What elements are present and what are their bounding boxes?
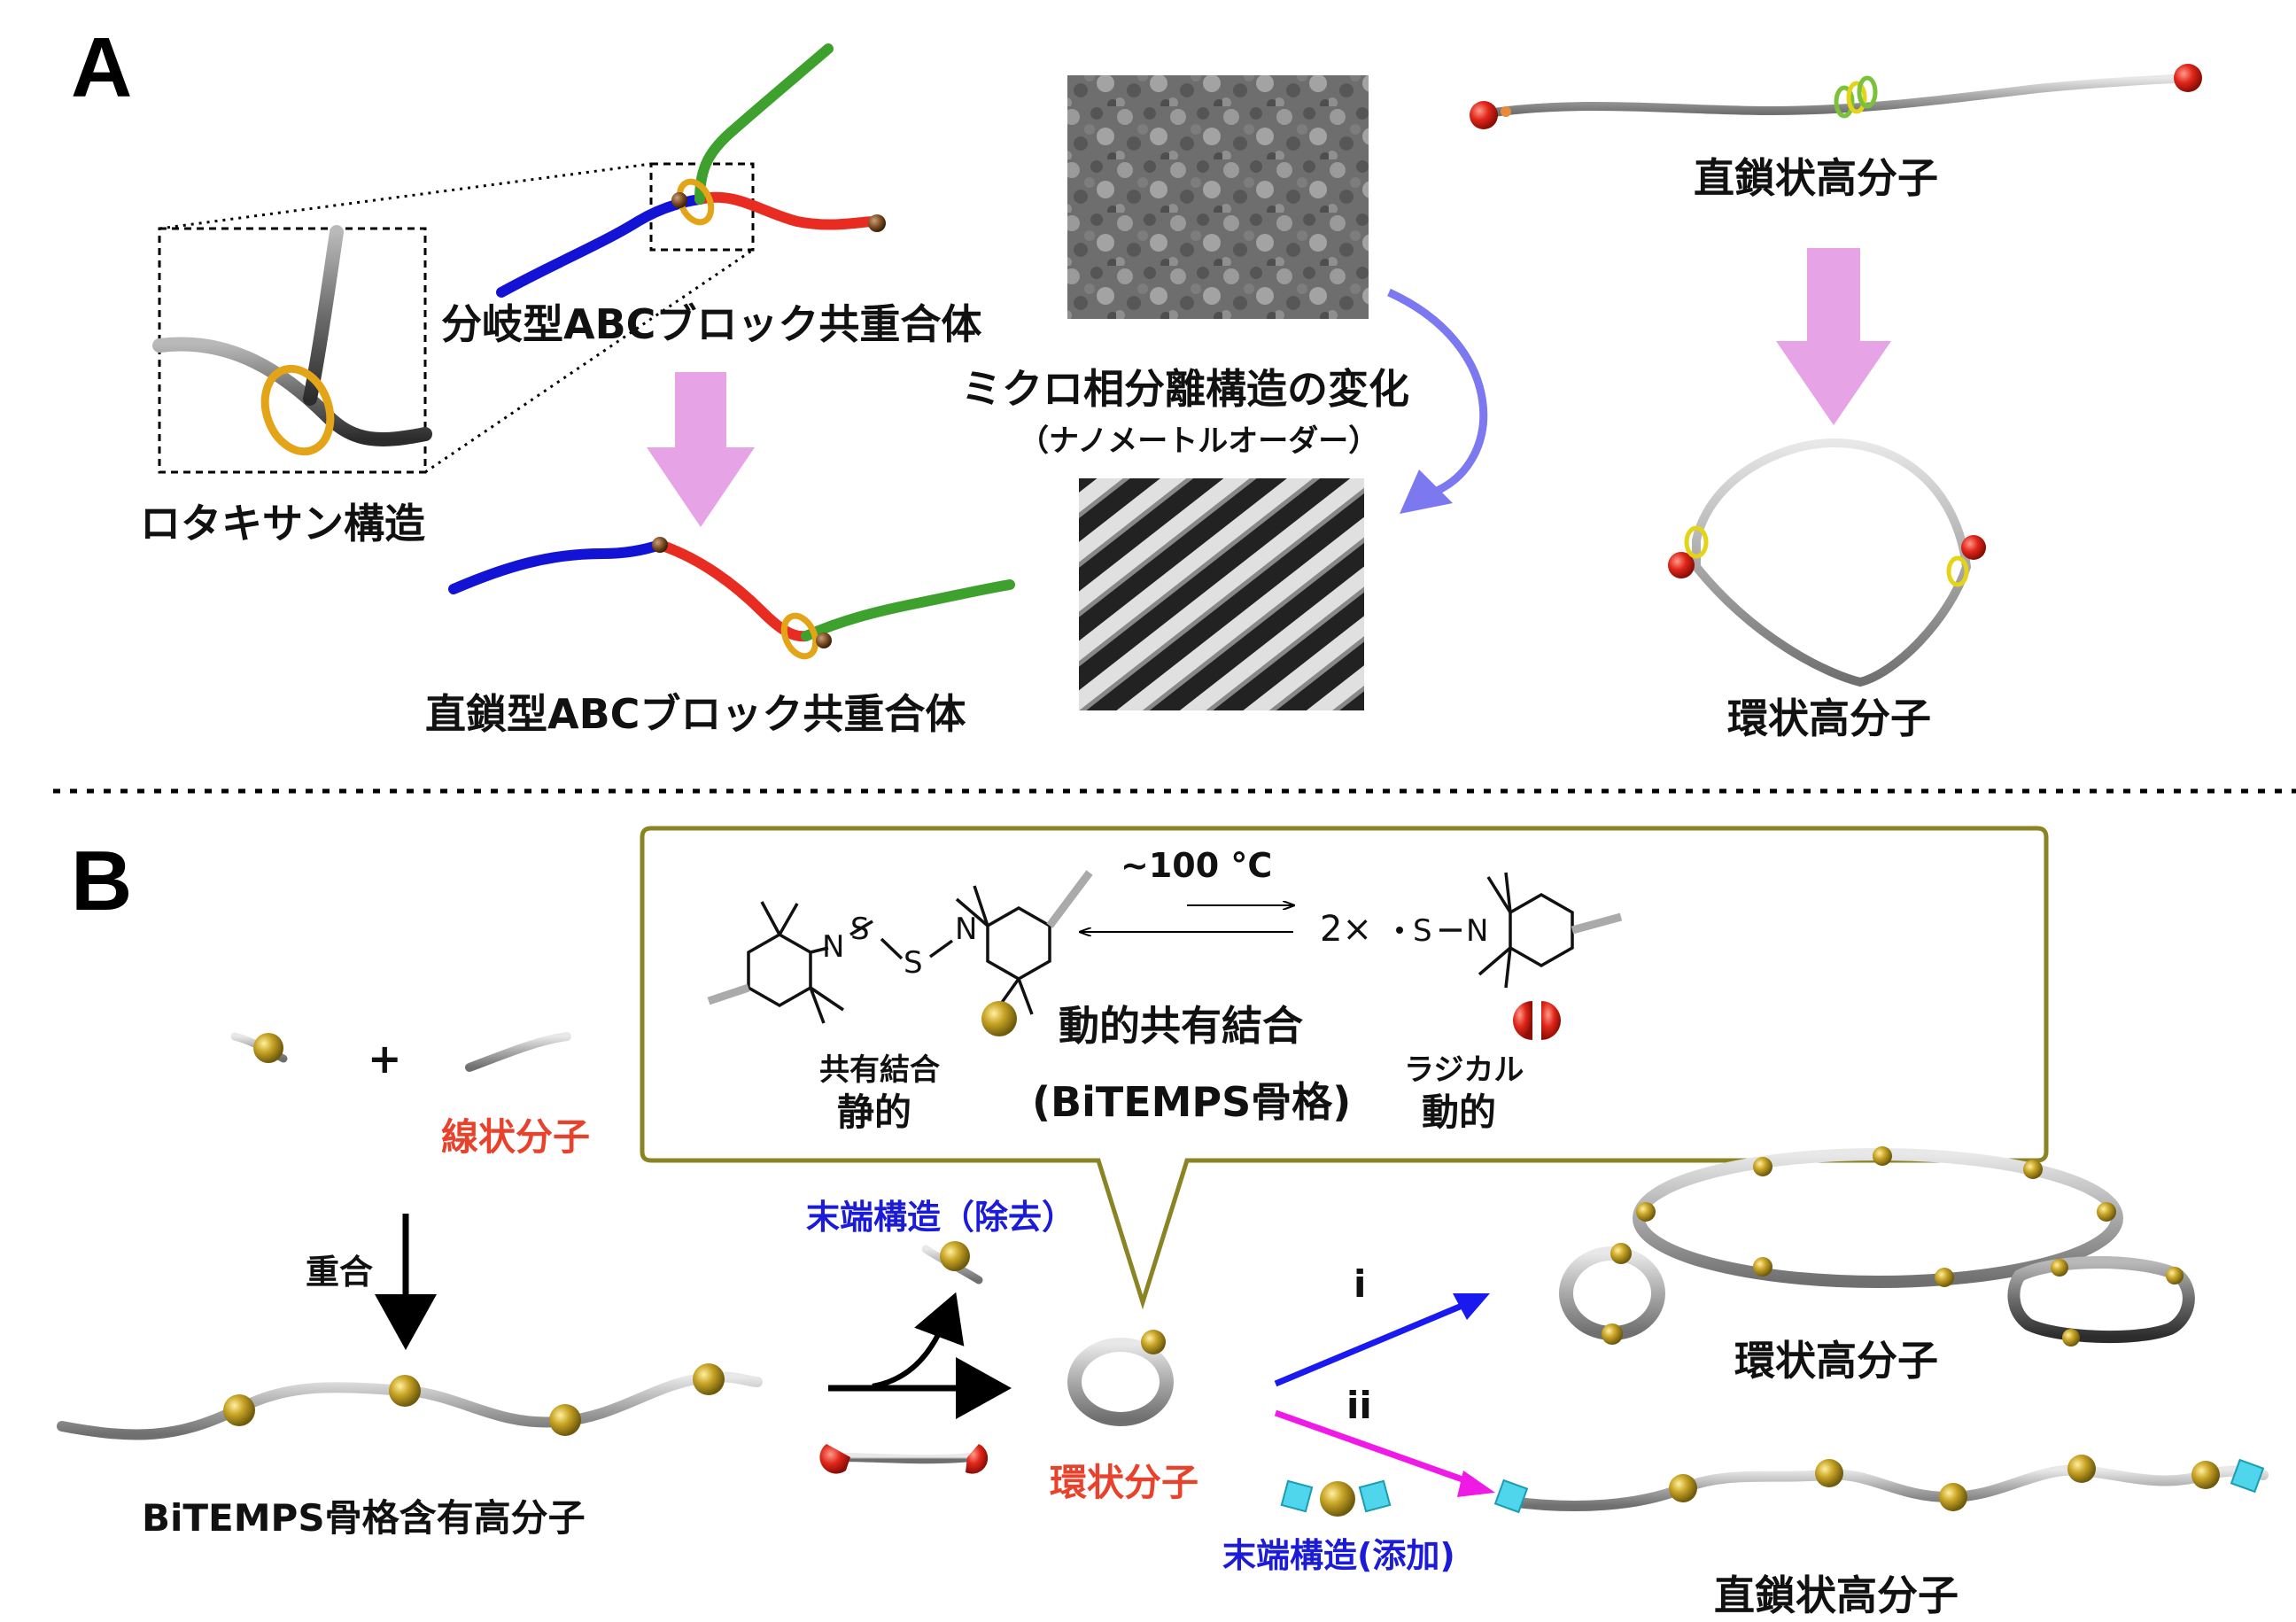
cyclic-polymer-label-b: 環状高分子 (1734, 1337, 1938, 1385)
panel-b-letter: B (71, 834, 133, 928)
linear-molecule-label: 線状分子 (441, 1115, 591, 1159)
micro-phase-subtitle: （ナノメートルオーダー） (1019, 423, 1379, 459)
polymerization-label: 重合 (306, 1253, 374, 1292)
route-i-label: i (1354, 1262, 1367, 1306)
end-group-added (1280, 1479, 1392, 1517)
cyclic-polymers-b (1559, 1146, 2195, 1346)
branched-abc-copolymer (496, 43, 886, 298)
branched-copolymer-label: 分岐型ABCブロック共重合体 (441, 300, 982, 348)
transform-arrow-a1 (647, 372, 755, 527)
end-added-label: 末端構造(添加) (1222, 1536, 1455, 1575)
linear-polymer-label-b: 直鎖状高分子 (1714, 1572, 1959, 1619)
atom-s-1: S (850, 912, 870, 947)
bitemps-polymer (57, 1363, 763, 1440)
cyclic-molecule (1067, 1330, 1174, 1426)
linear-polymer-label-a: 直鎖状高分子 (1694, 154, 1938, 202)
radical-dot (1396, 927, 1403, 934)
two-times: 2× (1320, 909, 1372, 950)
panel-a-letter: A (71, 20, 133, 115)
atom-n-right: N (955, 912, 977, 947)
end-removed-label: 末端構造（除去） (806, 1198, 1076, 1237)
dynamic-covalent-label: 動的共有結合 (1059, 1002, 1303, 1050)
atom-n-left: N (822, 929, 844, 965)
callout-box (640, 826, 2049, 1310)
atom-s-2: S (904, 945, 923, 981)
atom-n-radical: N (1466, 913, 1488, 949)
linear-polymer-b (1493, 1455, 2269, 1514)
micrograph-lamellar (1079, 478, 1364, 710)
end-group-removed (921, 1241, 983, 1284)
bitemps-structure (707, 870, 1093, 1024)
static-bead-icon (981, 1001, 1017, 1036)
radical-label: ラジカル (1404, 1052, 1524, 1088)
radical-split-icon (1513, 1001, 1561, 1040)
cyclic-polymer-a (1668, 438, 1986, 687)
route-ii-arrow (1274, 1409, 1495, 1497)
bead-reactant (230, 1032, 288, 1063)
equilibrium-arrows (1081, 905, 1293, 932)
micro-phase-title: ミクロ相分離構造の変化 (961, 365, 1409, 413)
bitemps-polymer-label: BiTEMPS骨格含有高分子 (142, 1496, 586, 1540)
temperature-label: ~100 °C (1121, 846, 1273, 885)
cyclic-polymer-label-a: 環状高分子 (1727, 695, 1931, 742)
linear-polymer-a (1470, 64, 2202, 129)
linear-abc-copolymer (448, 537, 1015, 660)
route-i-arrow (1274, 1293, 1490, 1387)
static-label: 静的 (837, 1090, 912, 1134)
linear-abc-label: 直鎖型ABCブロック共重合体 (425, 690, 966, 738)
phase-change-arrow (1387, 288, 1488, 514)
reaction-arrow (828, 1292, 1012, 1419)
linear-molecule-reactant (465, 1032, 571, 1072)
cyclic-molecule-label: 環状分子 (1050, 1461, 1199, 1504)
red-capped-linker (819, 1444, 989, 1474)
rotaxane-zoom-box (152, 162, 754, 474)
bitemps-framework-label: (BiTEMPS骨格) (1032, 1078, 1352, 1126)
atom-s-radical: S (1413, 913, 1432, 949)
transform-arrow-a2 (1776, 248, 1891, 425)
rotaxane-label: ロタキサン構造 (140, 500, 425, 547)
dynamic-label: 動的 (1422, 1090, 1497, 1134)
covalent-bond-label: 共有結合 (819, 1052, 940, 1088)
route-ii-label: ii (1346, 1384, 1372, 1427)
micrograph-disordered (1067, 75, 1369, 319)
radical-structure (1439, 872, 1623, 989)
plus-sign: + (368, 1035, 402, 1083)
